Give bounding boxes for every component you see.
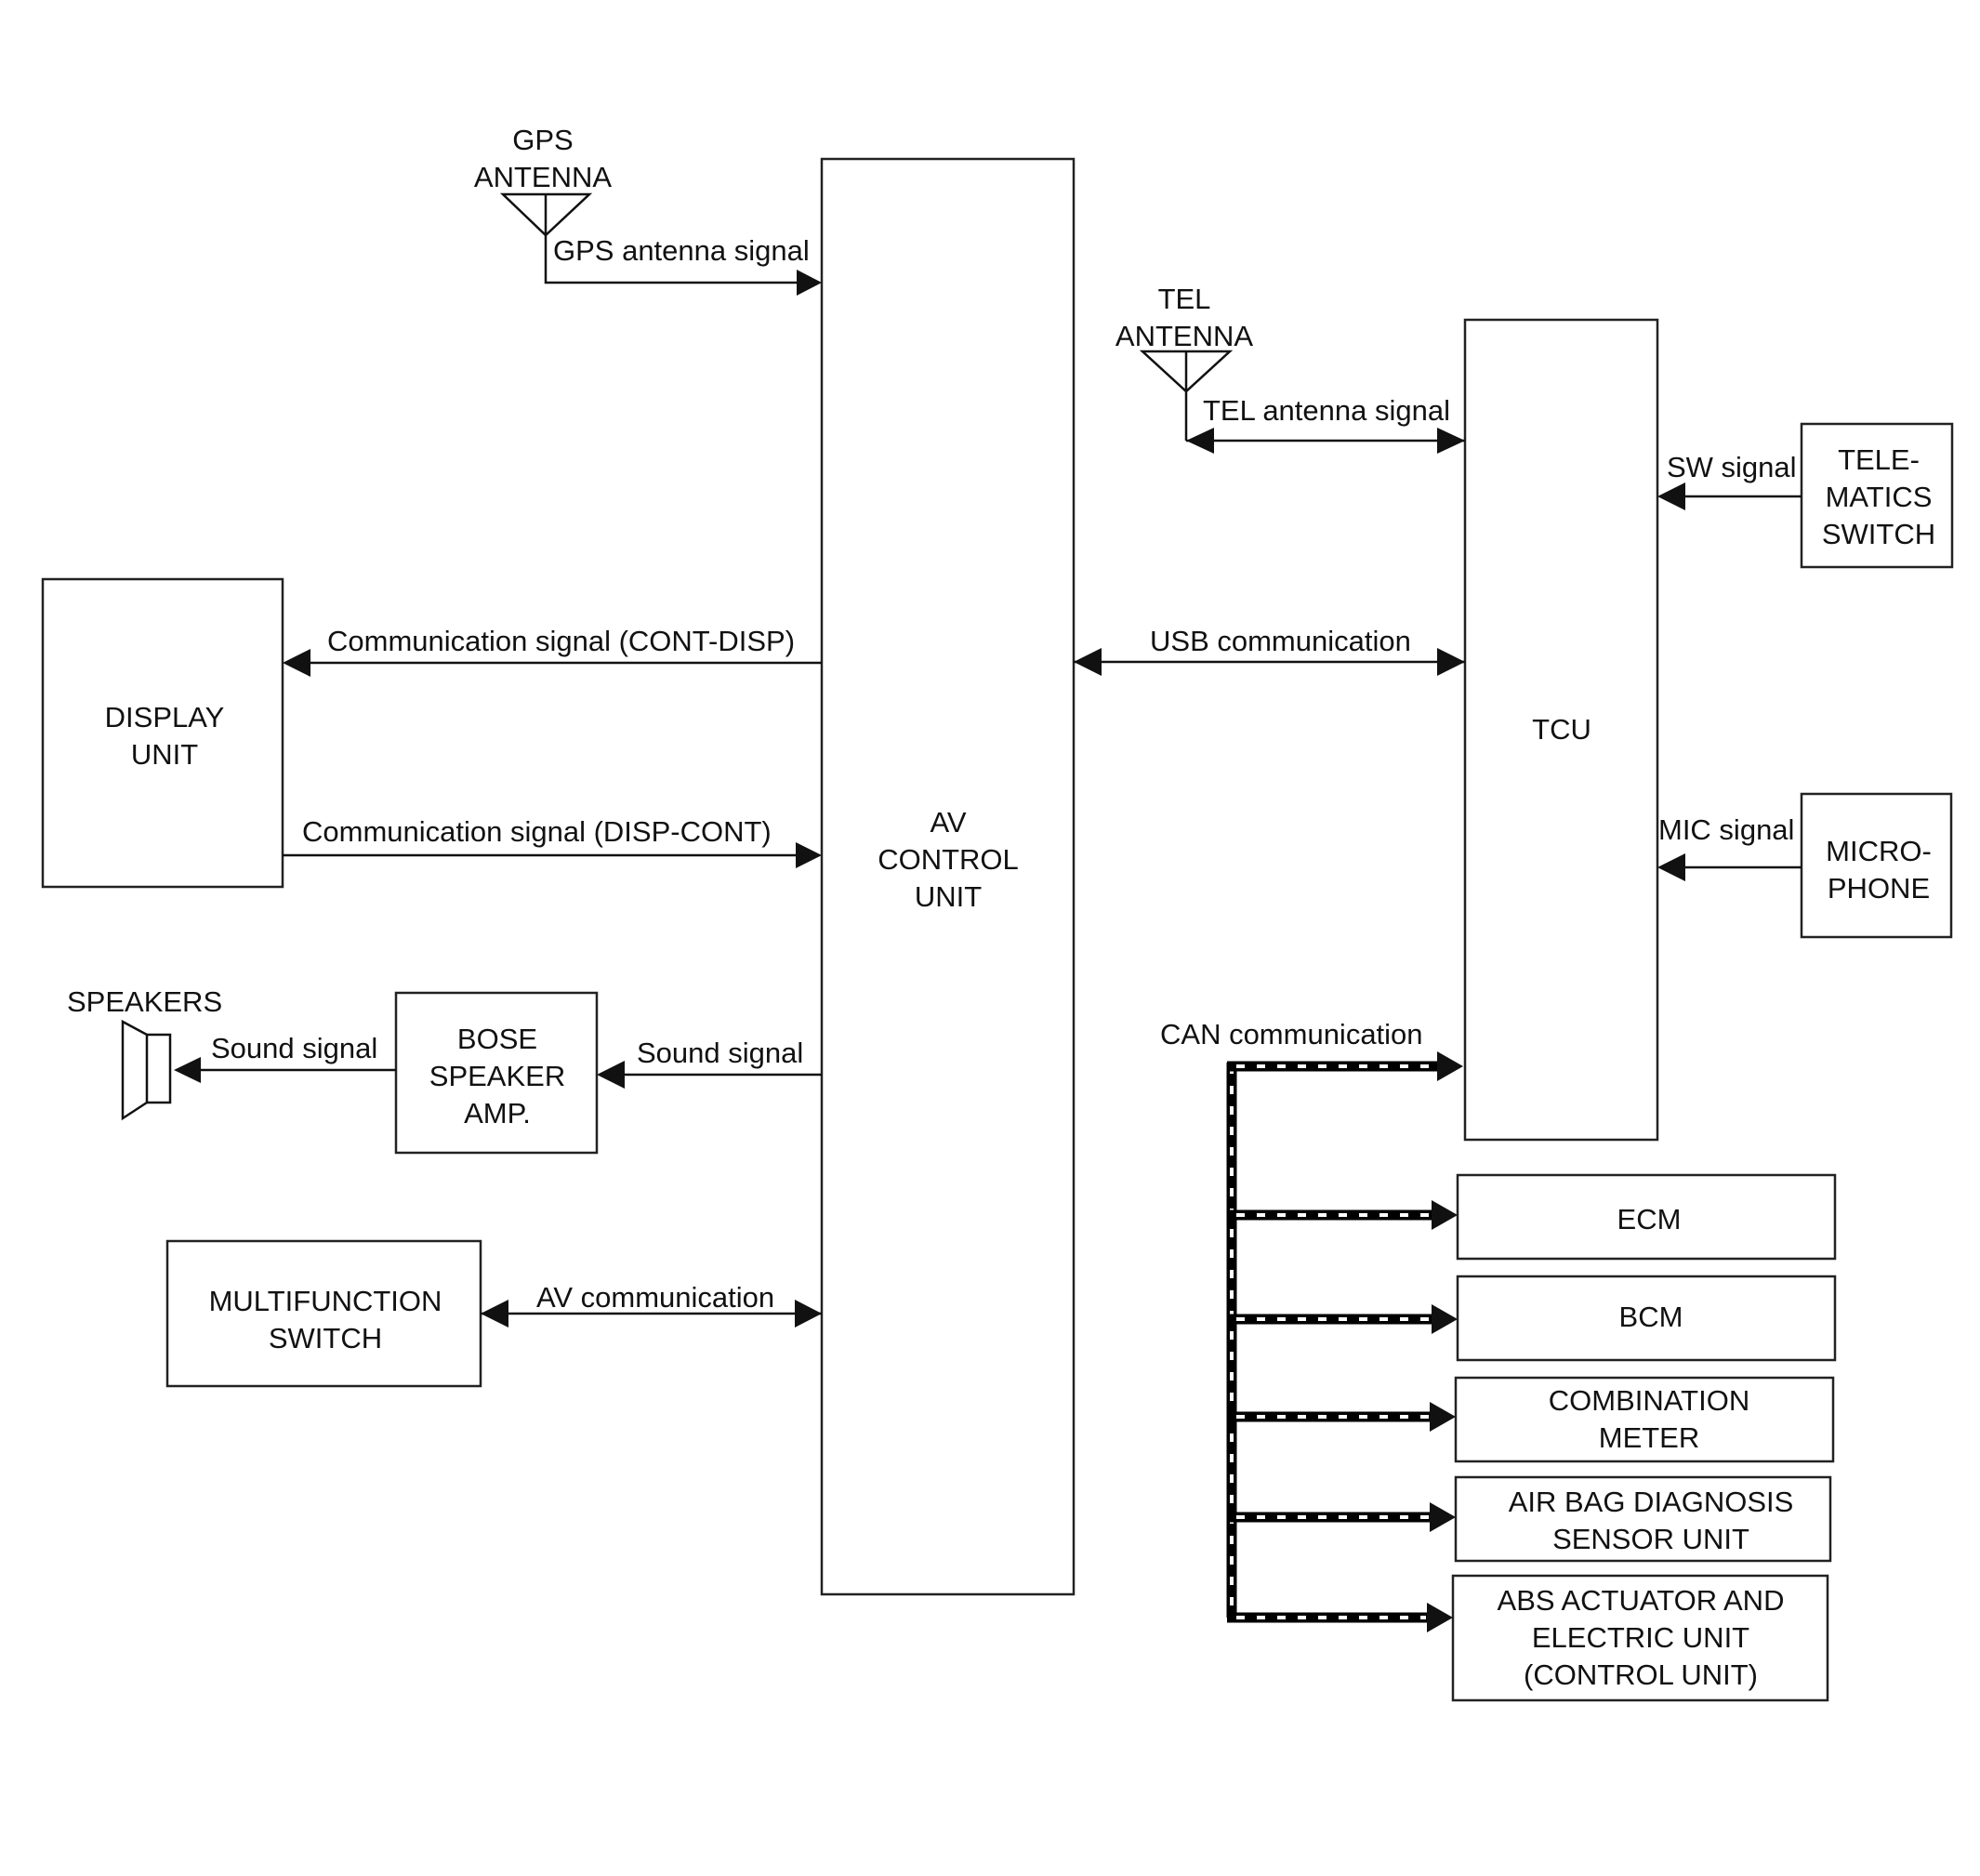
can-communication-bus: CAN communication <box>1160 1018 1463 1632</box>
multifunction-switch-label-line2: SWITCH <box>269 1322 382 1354</box>
comm-disp-cont-connection: Communication signal (DISP-CONT) <box>283 815 822 868</box>
arrow-left-icon <box>283 649 310 677</box>
multifunction-switch-block: MULTIFUNCTION SWITCH <box>165 1239 482 1388</box>
av-control-unit-label-line3: UNIT <box>915 880 982 913</box>
can-branch-ecm <box>1227 1200 1458 1230</box>
av-communication-connection: AV communication <box>481 1281 822 1328</box>
air-bag-label-line2: SENSOR UNIT <box>1552 1523 1749 1555</box>
usb-communication-connection: USB communication <box>1074 625 1465 676</box>
telematics-switch-label-line3: SWITCH <box>1822 518 1935 550</box>
speaker-icon <box>121 1019 172 1121</box>
arrow-right-icon <box>795 1300 822 1328</box>
bose-speaker-amp-label-line2: SPEAKER <box>429 1060 565 1092</box>
arrow-left-icon <box>1186 428 1214 454</box>
tel-antenna-label-line1: TEL <box>1158 283 1211 315</box>
bose-speaker-amp-label-line1: BOSE <box>457 1023 537 1055</box>
ecm-block: ECM <box>1456 1173 1837 1261</box>
comm-cont-disp-connection: Communication signal (CONT-DISP) <box>283 625 822 677</box>
bose-speaker-amp-block: BOSE SPEAKER AMP. <box>394 991 599 1155</box>
abs-actuator-block: ABS ACTUATOR AND ELECTRIC UNIT (CONTROL … <box>1451 1574 1829 1702</box>
tel-antenna-signal-label: TEL antenna signal <box>1203 394 1450 427</box>
display-unit-label-line1: DISPLAY <box>105 701 225 733</box>
combination-meter-block: COMBINATION METER <box>1454 1376 1835 1463</box>
arrow-right-icon <box>1432 1304 1458 1334</box>
arrow-right-icon <box>797 270 822 296</box>
arrow-left-icon <box>174 1057 201 1083</box>
air-bag-diagnosis-sensor-unit-block: AIR BAG DIAGNOSIS SENSOR UNIT <box>1454 1475 1832 1563</box>
sound-signal-av-to-amp-label: Sound signal <box>637 1037 803 1069</box>
can-communication-label: CAN communication <box>1160 1018 1423 1050</box>
telematics-switch-label-line2: MATICS <box>1826 481 1933 513</box>
sound-signal-av-to-amp-connection: Sound signal <box>597 1037 822 1089</box>
av-control-unit-label-line2: CONTROL <box>878 843 1019 876</box>
tel-antenna: TEL ANTENNA TEL antenna signal <box>1115 283 1465 454</box>
arrow-left-icon <box>1657 482 1685 510</box>
bcm-block: BCM <box>1456 1275 1837 1362</box>
ecm-label: ECM <box>1617 1203 1682 1235</box>
microphone-label-line2: PHONE <box>1828 872 1930 905</box>
display-unit-label-line2: UNIT <box>131 738 198 771</box>
arrow-left-icon <box>481 1300 508 1328</box>
can-branch-combination-meter <box>1227 1402 1456 1432</box>
comm-cont-disp-label: Communication signal (CONT-DISP) <box>327 625 795 657</box>
av-control-unit-block: AV CONTROL UNIT <box>820 157 1076 1596</box>
combination-meter-label-line1: COMBINATION <box>1549 1384 1749 1417</box>
tcu-block: TCU <box>1463 318 1659 1142</box>
tcu-label: TCU <box>1532 713 1591 746</box>
abs-label-line3: (CONTROL UNIT) <box>1524 1658 1758 1691</box>
arrow-left-icon <box>1074 648 1102 676</box>
arrow-right-icon <box>1430 1502 1456 1532</box>
speakers-label: SPEAKERS <box>67 985 222 1018</box>
usb-communication-label: USB communication <box>1150 625 1411 657</box>
arrow-right-icon <box>1437 648 1465 676</box>
av-communication-label: AV communication <box>536 1281 774 1314</box>
abs-label-line2: ELECTRIC UNIT <box>1532 1621 1749 1654</box>
telematics-switch-label-line1: TELE- <box>1838 443 1920 476</box>
sw-signal-connection: SW signal <box>1657 451 1802 510</box>
bcm-label: BCM <box>1619 1301 1683 1333</box>
antenna-icon <box>1139 350 1234 393</box>
arrow-right-icon <box>1432 1200 1458 1230</box>
can-branch-abs <box>1227 1603 1453 1632</box>
bose-speaker-amp-label-line3: AMP. <box>464 1097 531 1130</box>
gps-antenna-label-line1: GPS <box>512 124 573 156</box>
display-unit-block: DISPLAY UNIT <box>41 577 284 889</box>
mic-signal-connection: MIC signal <box>1657 813 1802 881</box>
arrow-right-icon <box>1430 1402 1456 1432</box>
gps-antenna-signal-label: GPS antenna signal <box>553 234 810 267</box>
gps-antenna-label-line2: ANTENNA <box>474 161 612 193</box>
abs-label-line1: ABS ACTUATOR AND <box>1498 1584 1785 1617</box>
av-control-unit-label-line1: AV <box>930 806 966 839</box>
arrow-left-icon <box>597 1061 625 1089</box>
arrow-right-icon <box>1437 1051 1463 1081</box>
can-branch-air-bag <box>1227 1502 1456 1532</box>
tel-antenna-label-line2: ANTENNA <box>1115 320 1253 352</box>
mic-signal-label: MIC signal <box>1658 813 1794 846</box>
can-branch-bcm <box>1227 1304 1458 1334</box>
speakers: SPEAKERS Sound signal <box>67 985 396 1121</box>
arrow-right-icon <box>1427 1603 1453 1632</box>
sw-signal-label: SW signal <box>1667 451 1797 483</box>
microphone-label-line1: MICRO- <box>1826 835 1932 867</box>
telematics-switch-block: TELE- MATICS SWITCH <box>1800 422 1954 569</box>
arrow-right-icon <box>1437 428 1465 454</box>
arrow-right-icon <box>796 842 822 868</box>
combination-meter-label-line2: METER <box>1599 1421 1700 1454</box>
air-bag-label-line1: AIR BAG DIAGNOSIS <box>1509 1486 1794 1518</box>
comm-disp-cont-label: Communication signal (DISP-CONT) <box>302 815 772 848</box>
microphone-block: MICRO- PHONE <box>1800 792 1953 939</box>
arrow-left-icon <box>1657 853 1685 881</box>
antenna-icon <box>499 192 593 237</box>
gps-antenna: GPS ANTENNA GPS antenna signal <box>474 124 822 296</box>
multifunction-switch-label-line1: MULTIFUNCTION <box>209 1285 442 1317</box>
sound-signal-to-speakers-label: Sound signal <box>211 1032 377 1064</box>
can-branch-tcu <box>1227 1051 1463 1081</box>
